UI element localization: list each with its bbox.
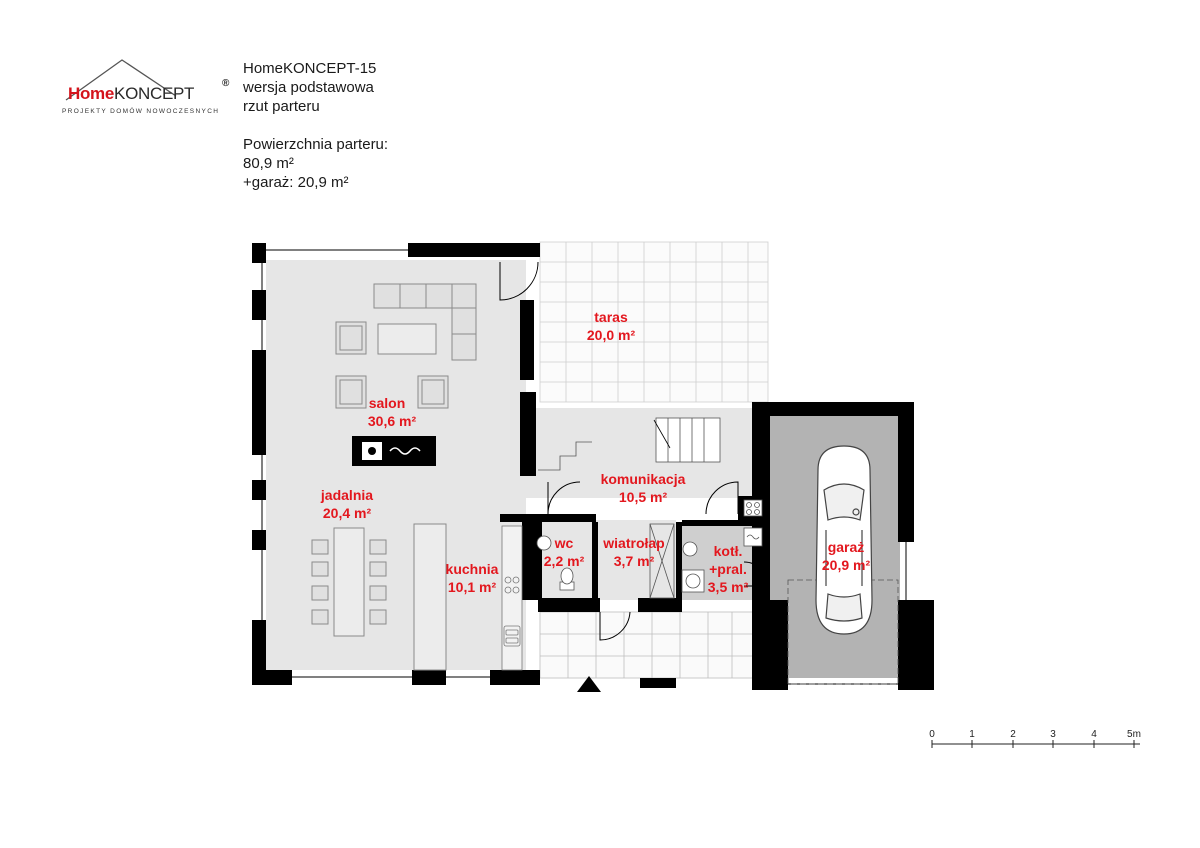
entrance-arrow-icon <box>577 676 601 692</box>
scale-tick-3: 3 <box>1050 729 1056 740</box>
garage-area: +garaż: 20,9 m² <box>243 174 349 191</box>
doors <box>499 261 769 641</box>
project-title: HomeKONCEPT-15 <box>243 60 377 77</box>
label-kuchnia-area: 10,1 m² <box>448 579 497 595</box>
dining-set <box>311 527 387 637</box>
label-wiatrolap-name: wiatrołap <box>602 535 664 551</box>
logo-tagline: PROJEKTY DOMÓW NOWOCZESNYCH <box>62 108 220 115</box>
wardrobe <box>649 523 675 599</box>
area-title: Powierzchnia parteru: <box>243 136 389 153</box>
label-wc-area: 2,2 m² <box>544 553 585 569</box>
label-jadalnia-name: jadalnia <box>320 487 373 503</box>
coffee-table <box>377 323 437 355</box>
scale-tick-0: 0 <box>929 729 935 740</box>
wc-fixtures <box>536 535 575 591</box>
scale-tick-1: 1 <box>969 729 975 740</box>
room-labels: taras 20,0 m² salon 30,6 m² komunikacja … <box>320 309 871 595</box>
staircase <box>538 417 721 471</box>
logo-registered-mark: ® <box>222 78 230 89</box>
scale-tick-2: 2 <box>1010 729 1016 740</box>
windows <box>261 249 907 685</box>
label-komunikacja-name: komunikacja <box>601 471 686 487</box>
label-kotl-name: kotł. <box>714 543 743 559</box>
label-komunikacja-area: 10,5 m² <box>619 489 668 505</box>
label-kotl-area: 3,5 m² <box>708 579 749 595</box>
label-wiatrolap-area: 3,7 m² <box>614 553 655 569</box>
label-kotl-name2: +pral. <box>709 561 747 577</box>
project-info: HomeKONCEPT-15 wersja podstawowa rzut pa… <box>243 59 388 192</box>
car-icon <box>815 445 873 635</box>
label-garaz-area: 20,9 m² <box>822 557 871 573</box>
scale-bar: 0 1 2 3 4 5m <box>929 729 1141 748</box>
armchairs <box>335 321 449 409</box>
label-kuchnia-name: kuchnia <box>446 561 499 577</box>
kitchen-island <box>413 523 447 671</box>
label-wc-name: wc <box>554 535 574 551</box>
label-salon-name: salon <box>369 395 406 411</box>
sofa <box>373 283 477 361</box>
label-garaz-name: garaż <box>828 539 865 555</box>
scale-tick-5: 5m <box>1127 729 1141 740</box>
logo-roof-icon <box>65 59 177 101</box>
terrace-deck <box>539 241 769 403</box>
walls <box>252 243 934 690</box>
label-jadalnia-area: 20,4 m² <box>323 505 372 521</box>
scale-tick-4: 4 <box>1091 729 1097 740</box>
fireplace-unit <box>352 436 436 466</box>
kitchen-counter <box>501 525 523 671</box>
hall-cabinet <box>743 499 763 517</box>
area-value: 80,9 m² <box>243 155 294 172</box>
project-version: wersja podstawowa <box>243 79 374 96</box>
front-steps <box>539 611 756 679</box>
label-salon-area: 30,6 m² <box>368 413 417 429</box>
project-view: rzut parteru <box>243 98 320 115</box>
logo-wordmark: HomeKONCEPT <box>68 84 195 103</box>
label-taras-area: 20,0 m² <box>587 327 636 343</box>
label-taras-name: taras <box>594 309 628 325</box>
boiler-room-fixtures <box>681 527 763 593</box>
